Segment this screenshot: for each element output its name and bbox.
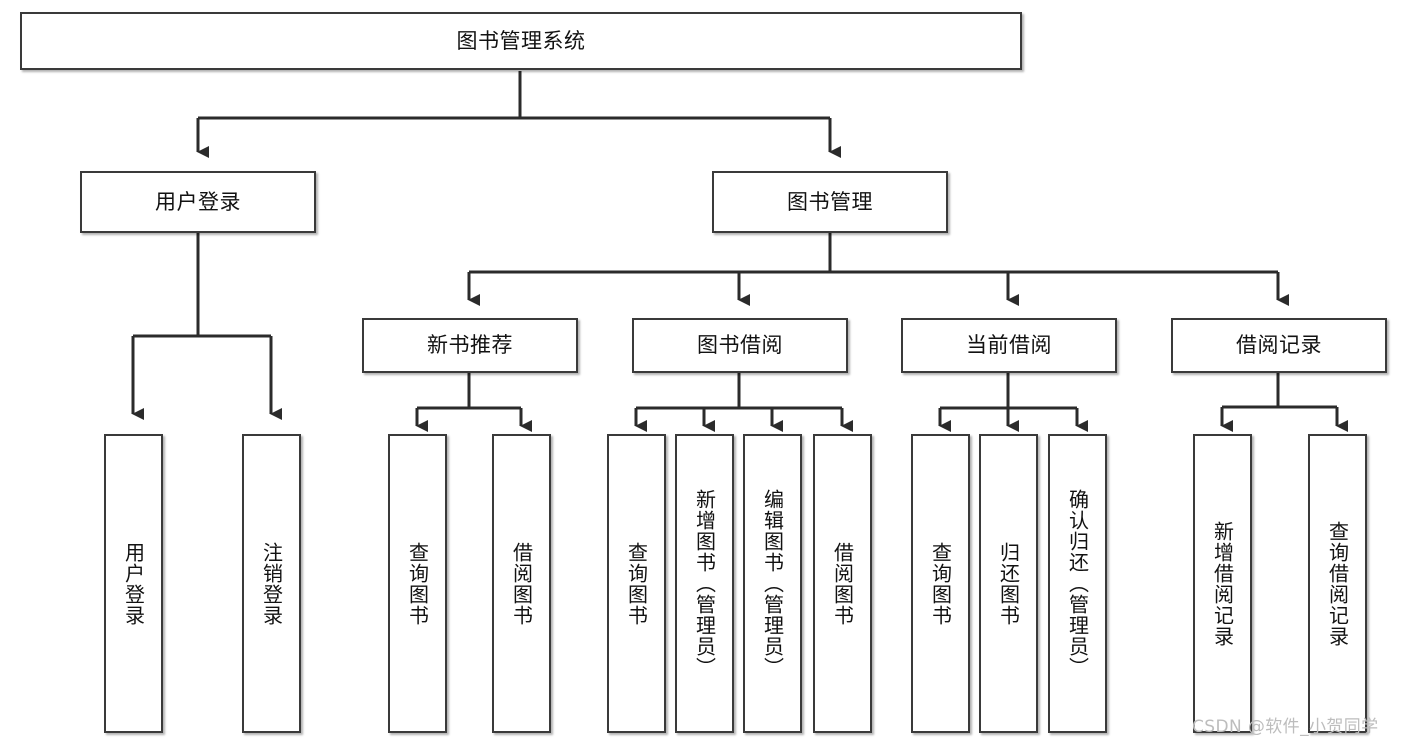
- node-user-login[interactable]: 用户登录: [80, 171, 316, 233]
- leaf-query-book-borrow[interactable]: 查询图书: [607, 434, 666, 733]
- node-label: 注销登录: [259, 541, 284, 626]
- node-label: 查询图书: [624, 541, 649, 626]
- node-book-borrowing[interactable]: 图书借阅: [632, 318, 848, 373]
- node-label: 用户登录: [155, 189, 241, 214]
- node-new-book-recommendation[interactable]: 新书推荐: [362, 318, 578, 373]
- node-label: 归还图书: [996, 541, 1021, 626]
- leaf-return-book[interactable]: 归还图书: [979, 434, 1038, 733]
- node-label: 借阅图书: [509, 541, 534, 626]
- leaf-confirm-return-admin[interactable]: 确认归还（管理员）: [1048, 434, 1107, 733]
- leaf-query-borrow-record[interactable]: 查询借阅记录: [1308, 434, 1367, 733]
- node-label: 新增借阅记录: [1210, 520, 1235, 647]
- node-label: 图书借阅: [697, 333, 783, 358]
- node-label: 查询图书: [928, 541, 953, 626]
- leaf-query-book-current[interactable]: 查询图书: [911, 434, 970, 733]
- node-label: 查询借阅记录: [1325, 520, 1350, 647]
- node-label: 借阅图书: [830, 541, 855, 626]
- node-label: 新增图书（管理员）: [692, 489, 717, 678]
- node-label: 确认归还（管理员）: [1065, 489, 1090, 678]
- node-label: 新书推荐: [427, 333, 513, 358]
- node-root-book-management-system[interactable]: 图书管理系统: [20, 12, 1022, 70]
- node-label: 编辑图书（管理员）: [760, 489, 785, 678]
- leaf-borrow-book[interactable]: 借阅图书: [813, 434, 872, 733]
- node-label: 借阅记录: [1236, 333, 1322, 358]
- leaf-edit-book-admin[interactable]: 编辑图书（管理员）: [743, 434, 802, 733]
- node-label: 用户登录: [121, 541, 146, 626]
- node-label: 图书管理: [787, 189, 873, 214]
- node-label: 当前借阅: [966, 333, 1052, 358]
- node-borrowing-record[interactable]: 借阅记录: [1171, 318, 1387, 373]
- leaf-add-borrow-record[interactable]: 新增借阅记录: [1193, 434, 1252, 733]
- leaf-add-book-admin[interactable]: 新增图书（管理员）: [675, 434, 734, 733]
- node-label: 图书管理系统: [456, 28, 586, 53]
- node-label: 查询图书: [405, 541, 430, 626]
- leaf-query-book-recommend[interactable]: 查询图书: [388, 434, 447, 733]
- leaf-logout[interactable]: 注销登录: [242, 434, 301, 733]
- leaf-borrow-book-recommend[interactable]: 借阅图书: [492, 434, 551, 733]
- node-book-management[interactable]: 图书管理: [712, 171, 948, 233]
- leaf-user-login[interactable]: 用户登录: [104, 434, 163, 733]
- node-current-borrowing[interactable]: 当前借阅: [901, 318, 1117, 373]
